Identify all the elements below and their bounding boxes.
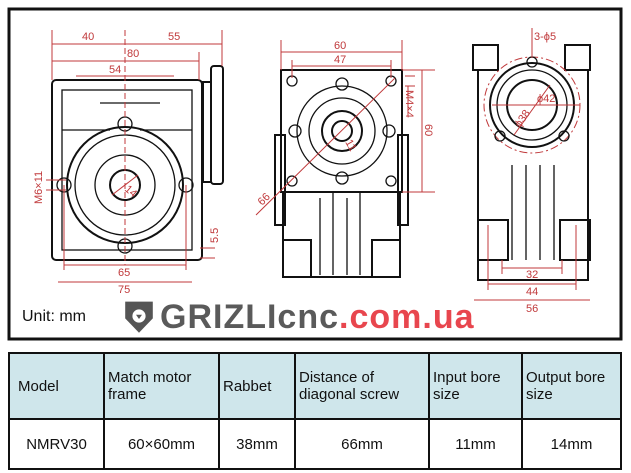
- side-view: 40 55 80 54 M6×11 5.5 65 75 14: [33, 30, 224, 296]
- header-rabbet: Rabbet: [218, 352, 296, 420]
- cell-rabbet: 38mm: [218, 418, 296, 470]
- dim-60-height: 60: [422, 124, 434, 136]
- dim-m4x4: M4×4: [403, 90, 415, 118]
- dim-75: 75: [118, 284, 130, 296]
- cell-model: NMRV30: [8, 418, 105, 470]
- dim-3-holes: 3-ϕ5: [534, 31, 556, 43]
- header-model: Model: [8, 352, 105, 420]
- cell-output-bore: 14mm: [521, 418, 622, 470]
- dim-65: 65: [118, 267, 130, 279]
- dim-54: 54: [109, 64, 121, 76]
- cell-motor-frame: 60×60mm: [103, 418, 220, 470]
- drawing-frame: [7, 7, 623, 341]
- dim-32: 32: [526, 269, 538, 281]
- cell-diagonal-screw: 66mm: [294, 418, 430, 470]
- spec-table: Model Match motor frame Rabbet Distance …: [8, 352, 622, 470]
- dim-m6x11: M6×11: [33, 171, 45, 204]
- front-view: 60 47 M4×4 60 66 11: [256, 40, 435, 278]
- dim-47: 47: [334, 54, 346, 66]
- unit-label: Unit: mm: [22, 308, 86, 325]
- dim-input-bore: 11: [342, 138, 358, 154]
- dim-55: 55: [168, 31, 180, 43]
- technical-drawing: 40 55 80 54 M6×11 5.5 65 75 14 60 47 M4×…: [7, 7, 623, 341]
- table-header-row: Model Match motor frame Rabbet Distance …: [8, 352, 622, 420]
- dim-phi38: ϕ38: [513, 108, 533, 130]
- header-motor-frame: Match motor frame: [103, 352, 220, 420]
- header-diagonal-screw: Distance of diagonal screw: [294, 352, 430, 420]
- dim-66: 66: [256, 191, 273, 208]
- dim-phi42: ϕ42: [537, 93, 555, 105]
- cell-input-bore: 11mm: [428, 418, 523, 470]
- dim-60-width: 60: [334, 40, 346, 52]
- table-row: NMRV30 60×60mm 38mm 66mm 11mm 14mm: [8, 418, 622, 470]
- dim-80: 80: [127, 48, 139, 60]
- dim-40: 40: [82, 31, 94, 43]
- header-output-bore: Output bore size: [521, 352, 622, 420]
- header-input-bore: Input bore size: [428, 352, 523, 420]
- dim-5-5: 5.5: [209, 228, 221, 243]
- rear-view: 3-ϕ5 ϕ42 ϕ38 32 44 56: [472, 28, 591, 315]
- watermark-logo: [125, 301, 153, 333]
- dim-44: 44: [526, 286, 538, 298]
- dim-56: 56: [526, 303, 538, 315]
